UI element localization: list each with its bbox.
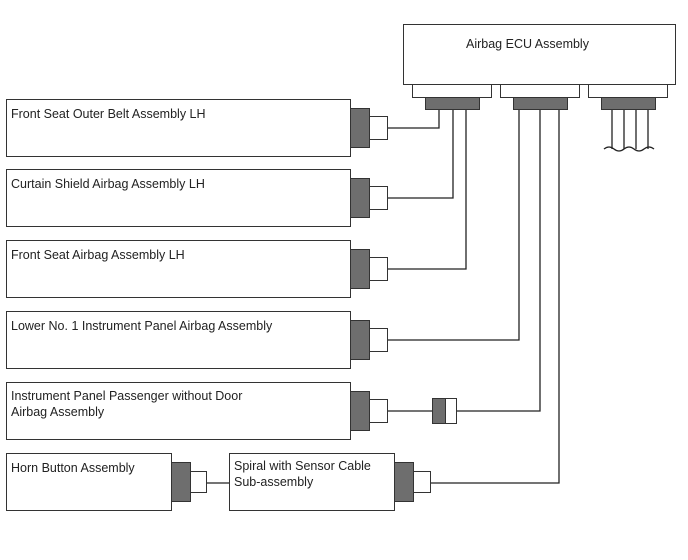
wire-front-seat-airbag	[388, 110, 467, 270]
wire-passenger-airbag-ecu	[457, 110, 541, 412]
spiral-cable-plug	[413, 471, 431, 493]
wire-cut-marks	[603, 146, 655, 152]
junction-connector-dark	[432, 398, 446, 424]
front-seat-outer-belt-connector	[350, 108, 370, 148]
passenger-airbag-connector	[350, 391, 370, 431]
horn-button-label: Horn Button Assembly	[11, 461, 135, 475]
ecu-connector-middle	[513, 97, 568, 110]
ecu-connector-right	[601, 97, 656, 110]
airbag-ecu-box	[403, 24, 676, 85]
horn-button-box	[6, 453, 172, 511]
wire-curtain-shield	[388, 110, 454, 199]
wire-spiral-cable	[431, 110, 560, 484]
curtain-shield-airbag-plug	[369, 186, 388, 210]
ecu-connector-left-housing	[412, 84, 492, 98]
front-seat-airbag-box	[6, 240, 351, 298]
curtain-shield-airbag-connector	[350, 178, 370, 218]
horn-button-connector	[171, 462, 191, 502]
passenger-airbag-box	[6, 382, 351, 440]
front-seat-airbag-label: Front Seat Airbag Assembly LH	[11, 248, 185, 262]
curtain-shield-airbag-label: Curtain Shield Airbag Assembly LH	[11, 177, 205, 191]
junction-connector-light	[445, 398, 457, 424]
passenger-airbag-plug	[369, 399, 388, 423]
airbag-ecu-label: Airbag ECU Assembly	[466, 37, 589, 51]
front-seat-airbag-plug	[369, 257, 388, 281]
horn-button-plug	[190, 471, 207, 493]
front-seat-outer-belt-plug	[369, 116, 388, 140]
ecu-connector-right-housing	[588, 84, 668, 98]
curtain-shield-airbag-box	[6, 169, 351, 227]
wire-lower-panel-airbag	[388, 110, 520, 341]
spiral-cable-connector	[394, 462, 414, 502]
lower-no1-panel-airbag-plug	[369, 328, 388, 352]
front-seat-outer-belt-label: Front Seat Outer Belt Assembly LH	[11, 107, 206, 121]
passenger-airbag-label: Instrument Panel Passenger without Door …	[11, 389, 243, 419]
ecu-connector-middle-housing	[500, 84, 580, 98]
ecu-connector-left	[425, 97, 480, 110]
lower-no1-panel-airbag-label: Lower No. 1 Instrument Panel Airbag Asse…	[11, 319, 273, 333]
wire-front-seat-outer-belt	[388, 110, 440, 129]
spiral-cable-label: Spiral with Sensor Cable Sub-assembly	[234, 459, 371, 489]
front-seat-airbag-connector	[350, 249, 370, 289]
spiral-cable-box	[229, 453, 395, 511]
front-seat-outer-belt-box	[6, 99, 351, 157]
lower-no1-panel-airbag-connector	[350, 320, 370, 360]
lower-no1-panel-airbag-box	[6, 311, 351, 369]
